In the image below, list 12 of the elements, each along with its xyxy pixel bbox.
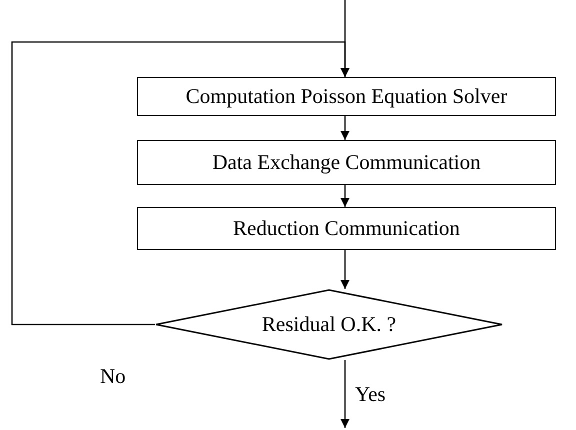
arrow bbox=[340, 250, 350, 289]
node-text: Residual O.K. ? bbox=[262, 312, 396, 337]
arrow bbox=[340, 185, 350, 207]
process-box bbox=[137, 207, 556, 250]
arrow bbox=[340, 116, 350, 140]
node-text: Data Exchange Communication bbox=[212, 150, 481, 175]
node-text: Reduction Communication bbox=[233, 216, 460, 241]
process-box bbox=[137, 77, 556, 116]
arrow bbox=[340, 360, 350, 428]
process-box bbox=[137, 140, 556, 185]
node-text: Computation Poisson Equation Solver bbox=[186, 84, 508, 109]
decision-diamond bbox=[155, 289, 503, 360]
